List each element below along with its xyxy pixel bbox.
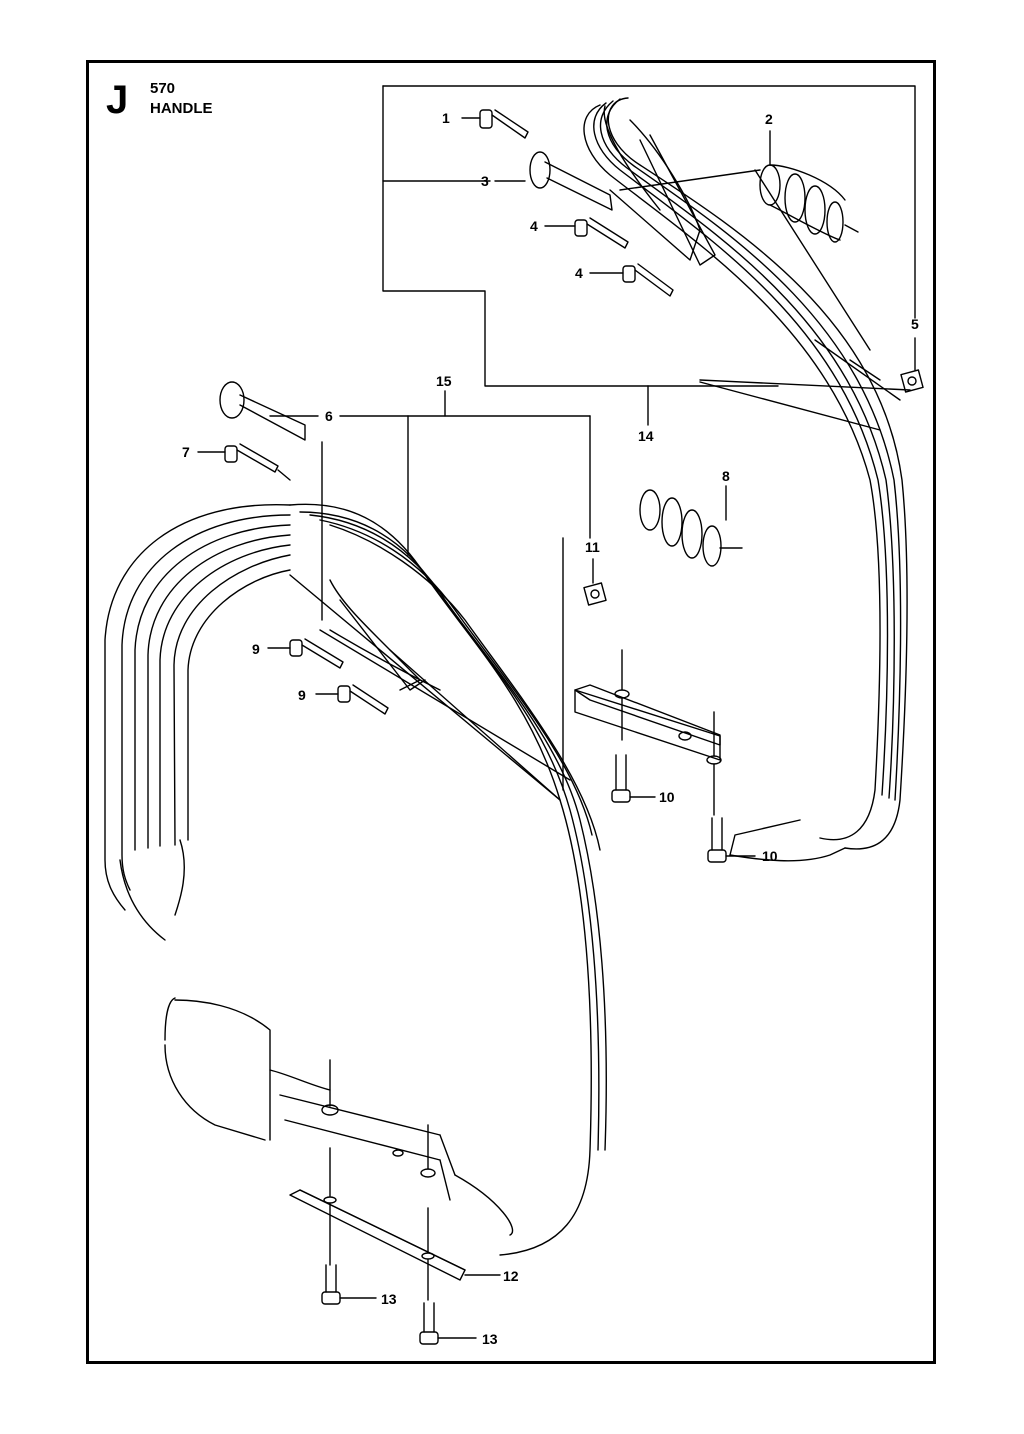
assembly-bracket-upper	[382, 85, 916, 426]
part-10-bolt-left	[611, 754, 656, 803]
part-1-bolt	[461, 109, 529, 139]
callout-15: 15	[436, 373, 452, 389]
callout-3: 3	[481, 173, 489, 189]
part-13-bolt-lower	[419, 1302, 477, 1345]
part-2-spring	[759, 130, 859, 243]
callout-6: 6	[325, 408, 333, 424]
callout-labels: 1 2 3 4 4 5 6 7 8 9 9 10 10 11 12 13 13 …	[182, 110, 919, 1347]
callout-1: 1	[442, 110, 450, 126]
callout-8: 8	[722, 468, 730, 484]
part-10-bolt-right	[707, 817, 756, 863]
part-3-washer-screw	[494, 151, 613, 211]
section-title: HANDLE	[150, 100, 213, 117]
part-7-bolt	[197, 443, 291, 481]
part-9-bolt-lower	[315, 684, 389, 715]
section-letter: J	[106, 78, 129, 122]
diagram-frame	[86, 60, 936, 1364]
callout-5: 5	[911, 316, 919, 332]
model-number: 570	[150, 80, 176, 97]
part-9-bolt-upper	[267, 638, 344, 669]
part-13-bolt-upper	[321, 1264, 377, 1305]
part-5-square-nut	[900, 337, 924, 393]
assembly-bracket-lower	[321, 390, 591, 791]
callout-13b: 13	[482, 1331, 498, 1347]
callout-4a: 4	[530, 218, 538, 234]
callout-10a: 10	[659, 789, 675, 805]
callout-4b: 4	[575, 265, 583, 281]
callout-9b: 9	[298, 687, 306, 703]
callout-2: 2	[765, 111, 773, 127]
part-11-square-nut	[583, 558, 607, 606]
part-4-bolt-upper	[544, 217, 629, 249]
callout-7: 7	[182, 444, 190, 460]
part-6-washer-screw	[219, 381, 319, 441]
callout-10b: 10	[762, 848, 778, 864]
lower-handle-tube	[104, 503, 607, 1301]
callout-13a: 13	[381, 1291, 397, 1307]
part-8-spring	[639, 485, 743, 567]
callout-11: 11	[585, 539, 600, 555]
callout-14: 14	[638, 428, 654, 444]
part-4-bolt-lower	[589, 263, 674, 297]
callout-12: 12	[503, 1268, 519, 1284]
upper-handle-tube	[574, 97, 911, 862]
callout-9a: 9	[252, 641, 260, 657]
